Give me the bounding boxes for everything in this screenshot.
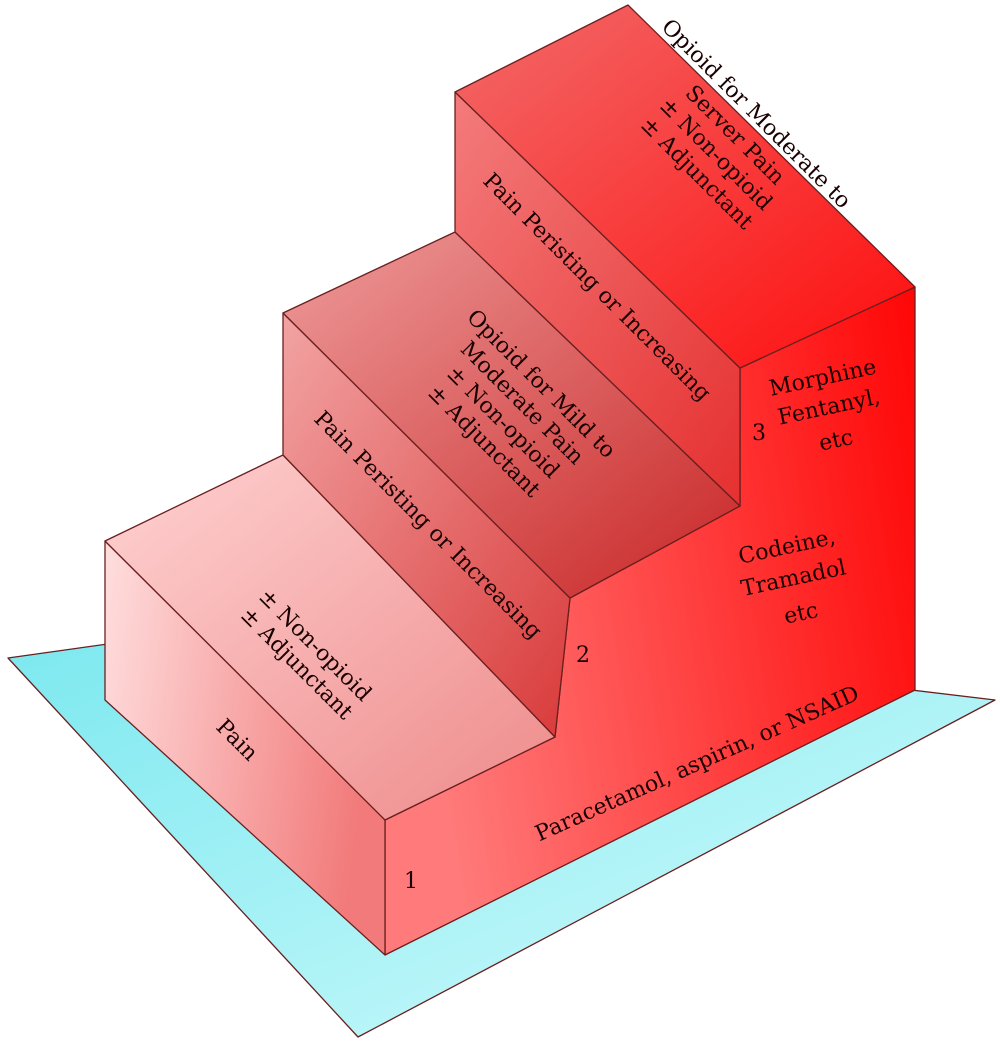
step3-tread (454, 4, 916, 369)
step3-number: 3 (752, 421, 766, 446)
step1-number: 1 (404, 869, 418, 894)
step2-number: 2 (576, 643, 590, 668)
